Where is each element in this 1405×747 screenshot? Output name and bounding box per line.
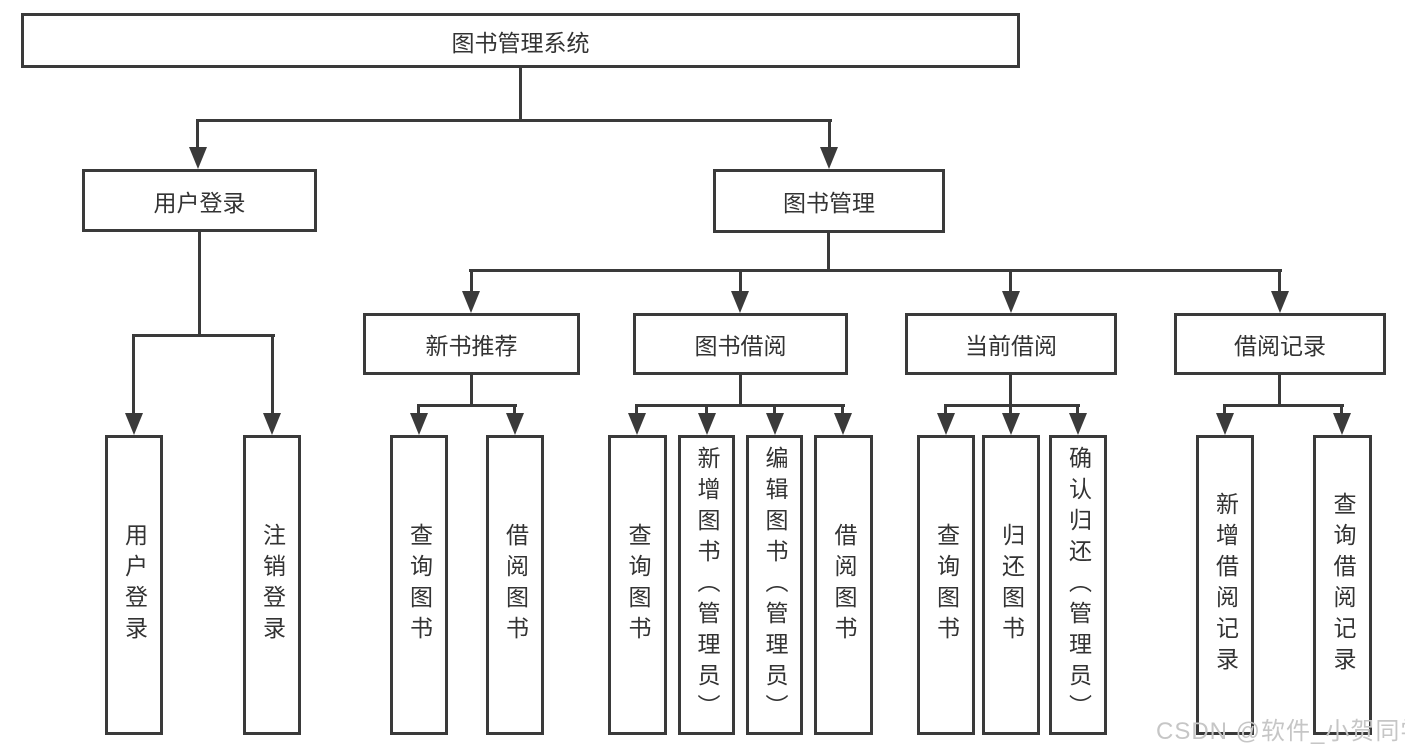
node-book-borrowing: 图书借阅 [633, 313, 848, 375]
arrow-down-icon [263, 413, 281, 435]
node-borrowing-records: 借阅记录 [1174, 313, 1386, 375]
node-label: 图书借阅 [694, 333, 787, 359]
connector-drop-line [271, 334, 274, 416]
node-book-management: 图书管理 [713, 169, 945, 233]
connector-records-stem [1278, 375, 1281, 406]
connector-root-stem [519, 68, 522, 121]
node-label: 借阅记录 [1234, 333, 1326, 359]
connector-drop-line [1278, 269, 1281, 293]
arrow-down-icon [462, 291, 480, 313]
arrow-down-icon [189, 147, 207, 169]
arrow-down-icon [125, 413, 143, 435]
leaf-current-return-books: 归还图书 [982, 435, 1040, 735]
node-new-book-recommendation: 新书推荐 [363, 313, 580, 375]
connector-drop-line [635, 404, 638, 416]
leaf-label: 新增图书（管理员） [694, 445, 720, 725]
arrow-down-icon [834, 413, 852, 435]
connector-drop-line [1340, 404, 1343, 416]
leaf-label: 借阅图书 [502, 523, 529, 647]
leaf-label: 查询图书 [406, 523, 433, 647]
connector-drop-line [705, 404, 708, 416]
node-label: 新书推荐 [425, 333, 518, 359]
connector-drop-line [1009, 404, 1012, 416]
connector-bookmgmt-hbar [469, 269, 1282, 272]
arrow-down-icon [1216, 413, 1234, 435]
connector-newbook-stem [470, 375, 473, 406]
node-user-login: 用户登录 [82, 169, 317, 232]
csdn-watermark: CSDN @软件_小贺同学 [1156, 718, 1405, 745]
leaf-newbook-borrow-books: 借阅图书 [486, 435, 544, 735]
arrow-down-icon [731, 291, 749, 313]
arrow-down-icon [1333, 413, 1351, 435]
connector-bookmgmt-stem [827, 233, 830, 272]
arrow-down-icon [1002, 413, 1020, 435]
node-current-borrowing: 当前借阅 [905, 313, 1117, 375]
leaf-label: 注销登录 [259, 523, 286, 647]
connector-userlogin-hbar [132, 334, 275, 337]
connector-drop-line [513, 404, 516, 416]
connector-userlogin-stem [198, 232, 201, 337]
node-label: 当前借阅 [965, 333, 1057, 359]
arrow-down-icon [1069, 413, 1087, 435]
leaf-records-query-borrow-record: 查询借阅记录 [1313, 435, 1372, 735]
connector-drop-line [417, 404, 420, 416]
leaf-label: 借阅图书 [831, 523, 857, 647]
connector-drop-line [773, 404, 776, 416]
connector-drop-line [1223, 404, 1226, 416]
leaf-label: 查询图书 [625, 523, 651, 647]
connector-drop-line [739, 269, 742, 293]
connector-drop-line [1076, 404, 1079, 416]
connector-drop-line [828, 119, 831, 149]
leaf-borrow-add-book-admin: 新增图书（管理员） [678, 435, 735, 735]
arrow-down-icon [1002, 291, 1020, 313]
node-label: 图书管理系统 [451, 29, 590, 56]
arrow-down-icon [766, 413, 784, 435]
node-label: 图书管理 [783, 190, 875, 216]
connector-borrowing-hbar [635, 404, 845, 407]
connector-records-hbar [1223, 404, 1344, 407]
leaf-logout: 注销登录 [243, 435, 301, 735]
connector-borrowing-stem [739, 375, 742, 406]
leaf-label: 查询图书 [933, 523, 960, 647]
leaf-borrow-edit-book-admin: 编辑图书（管理员） [746, 435, 803, 735]
connector-drop-line [841, 404, 844, 416]
leaf-label: 查询借阅记录 [1330, 492, 1356, 678]
leaf-records-add-borrow-record: 新增借阅记录 [1196, 435, 1254, 735]
arrow-down-icon [506, 413, 524, 435]
connector-current-stem [1009, 375, 1012, 406]
leaf-label: 归还图书 [998, 523, 1025, 647]
connector-root-hbar [196, 119, 832, 122]
connector-newbook-hbar [417, 404, 517, 407]
connector-drop-line [470, 269, 473, 293]
arrow-down-icon [820, 147, 838, 169]
connector-drop-line [1009, 269, 1012, 293]
leaf-current-query-books: 查询图书 [917, 435, 975, 735]
leaf-user-login: 用户登录 [105, 435, 163, 735]
arrow-down-icon [698, 413, 716, 435]
leaf-label: 确认归还（管理员） [1065, 445, 1092, 725]
connector-drop-line [132, 334, 135, 416]
leaf-label: 用户登录 [121, 523, 148, 647]
leaf-newbook-query-books: 查询图书 [390, 435, 448, 735]
connector-drop-line [196, 119, 199, 149]
arrow-down-icon [937, 413, 955, 435]
leaf-borrow-query-books: 查询图书 [608, 435, 667, 735]
leaf-label: 新增借阅记录 [1212, 492, 1239, 678]
arrow-down-icon [410, 413, 428, 435]
connector-current-hbar [944, 404, 1080, 407]
node-label: 用户登录 [153, 189, 246, 216]
leaf-label: 编辑图书（管理员） [762, 445, 788, 725]
node-library-management-system: 图书管理系统 [21, 13, 1020, 68]
leaf-borrow-borrow-books: 借阅图书 [814, 435, 873, 735]
connector-drop-line [944, 404, 947, 416]
leaf-current-confirm-return-admin: 确认归还（管理员） [1049, 435, 1107, 735]
arrow-down-icon [628, 413, 646, 435]
arrow-down-icon [1271, 291, 1289, 313]
